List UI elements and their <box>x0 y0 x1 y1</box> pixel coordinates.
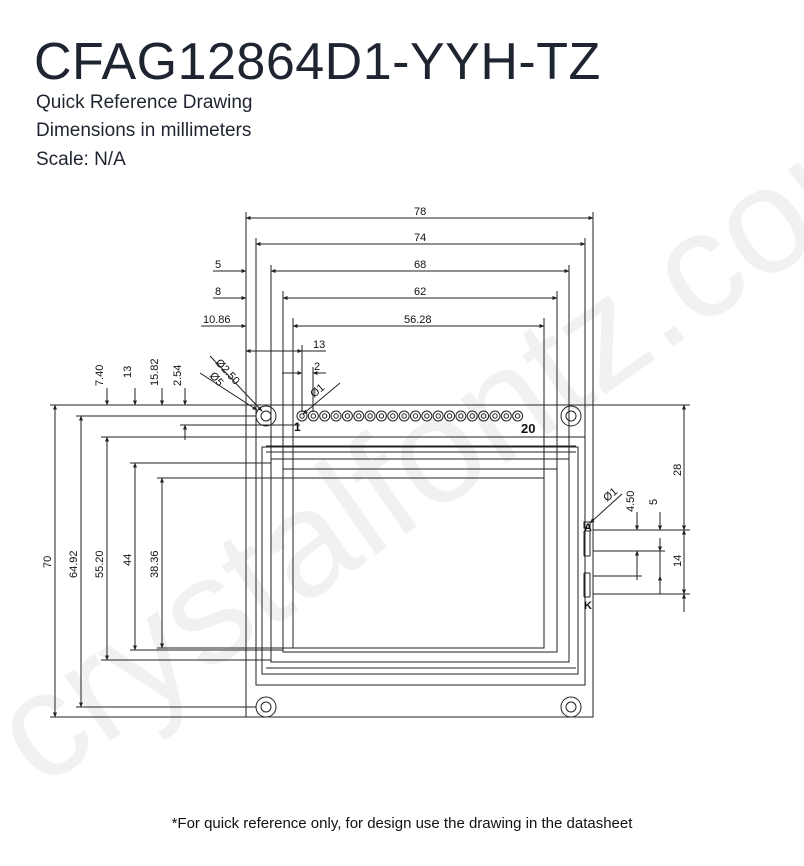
connector-pin-hole <box>356 413 362 419</box>
horizontal-dimension-labels: 78 74 5 68 8 62 10.86 56.28 13 2 Ø1 Ø2.5… <box>203 206 432 400</box>
connector-pin <box>387 410 399 422</box>
horizontal-dimensions <box>199 212 594 478</box>
drawing-type-label: Quick Reference Drawing <box>36 92 253 113</box>
dim-backlight-4-50: 4.50 <box>625 491 637 512</box>
dim-top-offset-2-54: 2.54 <box>172 365 184 386</box>
connector-pin <box>500 410 512 422</box>
dim-bezel-width: 74 <box>414 232 426 244</box>
dim-pin1-offset: 13 <box>313 339 325 351</box>
connector-pin-hole <box>390 413 396 419</box>
dim-backlight-5: 5 <box>648 499 660 505</box>
bezel-frame <box>255 436 586 686</box>
display-frames <box>255 436 586 686</box>
mount-hole-bl <box>255 696 277 718</box>
cathode-label: K <box>584 600 592 612</box>
connector-pin <box>455 410 467 422</box>
dim-overall-width: 78 <box>414 206 426 218</box>
connector-pin-hole <box>401 413 407 419</box>
connector-pin-hole <box>469 413 475 419</box>
connector-pin <box>444 410 456 422</box>
dim-bezel-height: 64.92 <box>68 550 80 578</box>
units-label: Dimensions in millimeters <box>36 120 252 141</box>
connector-pin-hole <box>503 413 509 419</box>
mount-hole-tr <box>560 405 582 427</box>
dim-viewing-height: 55.20 <box>94 550 106 578</box>
dim-top-offset-15-82: 15.82 <box>149 358 161 386</box>
connector-pin <box>478 410 490 422</box>
dim-left-offset-8: 8 <box>215 286 221 298</box>
scale-label: Scale: N/A <box>36 149 126 170</box>
connector-pin-hole <box>480 413 487 419</box>
connector-pin-hole <box>446 413 453 419</box>
dim-left-offset-10-86: 10.86 <box>203 314 231 326</box>
connector-pin <box>330 410 342 422</box>
viewing-area <box>270 458 570 663</box>
connector-pin <box>307 410 319 422</box>
vertical-dimensions <box>50 388 300 718</box>
connector-pin-hole <box>378 413 385 419</box>
connector-pin-hole <box>435 413 441 419</box>
connector-pin-hole <box>424 413 430 419</box>
connector-pin <box>375 410 387 422</box>
connector-pin-hole <box>367 413 373 419</box>
dim-backlight-diameter: Ø1 <box>601 486 620 505</box>
connector-pin <box>466 410 478 422</box>
connector-pin <box>364 410 376 422</box>
connector-pin-hole <box>514 413 521 419</box>
connector-pin-hole <box>492 413 498 419</box>
connector-pin <box>341 410 353 422</box>
dim-dot-height: 38.36 <box>149 550 161 578</box>
connector-pin-hole <box>310 413 317 419</box>
dot-area <box>292 477 545 649</box>
pin-first-label: 1 <box>294 420 301 434</box>
mount-hole-br <box>560 696 582 718</box>
backlight-dimension-labels: 28 14 5 4.50 Ø1 <box>601 464 684 567</box>
connector-pin-hole <box>322 413 328 419</box>
dim-backlight-14: 14 <box>672 555 684 567</box>
module-outline <box>245 404 594 718</box>
pin-last-label: 20 <box>521 421 535 436</box>
connector-pin <box>432 410 444 422</box>
connector-pin <box>353 410 365 422</box>
dim-left-offset-5: 5 <box>215 259 221 271</box>
connector-pin-hole <box>412 413 419 419</box>
dim-active-height: 44 <box>122 554 134 566</box>
anode-label: A <box>584 522 592 534</box>
dim-overall-height: 70 <box>42 556 54 568</box>
bezel-frame-inner <box>261 446 579 675</box>
connector-pin <box>398 410 410 422</box>
dim-pin-diameter: Ø1 <box>308 382 327 401</box>
footnote: *For quick reference only, for design us… <box>171 815 633 832</box>
vertical-dimension-labels: 70 64.92 55.20 44 38.36 7.40 13 15.82 2.… <box>42 358 184 578</box>
connector-pins <box>296 410 524 422</box>
connector-pin-hole <box>299 413 305 419</box>
connector-pin-hole <box>344 413 351 419</box>
dim-top-offset-7-40: 7.40 <box>94 365 106 386</box>
mounting-holes <box>255 405 582 718</box>
connector-pin <box>421 410 433 422</box>
connector-pin <box>489 410 501 422</box>
page-title: CFAG12864D1-YYH-TZ <box>34 33 601 91</box>
dim-top-offset-13: 13 <box>122 366 134 378</box>
connector-pin <box>319 410 331 422</box>
connector-pin-hole <box>333 413 339 419</box>
connector-pin <box>512 410 524 422</box>
backlight-dimensions <box>589 404 690 612</box>
backlight-pins: A K <box>583 521 592 612</box>
dim-dot-width: 56.28 <box>404 314 432 326</box>
dim-viewing-width: 68 <box>414 259 426 271</box>
active-area <box>282 468 558 653</box>
mount-hole-tl <box>255 405 277 427</box>
dim-backlight-28: 28 <box>672 464 684 476</box>
dim-active-width: 62 <box>414 286 426 298</box>
connector-pin <box>410 410 421 422</box>
dim-pin-pitch: 2 <box>314 361 320 373</box>
connector-pin-hole <box>458 413 464 419</box>
